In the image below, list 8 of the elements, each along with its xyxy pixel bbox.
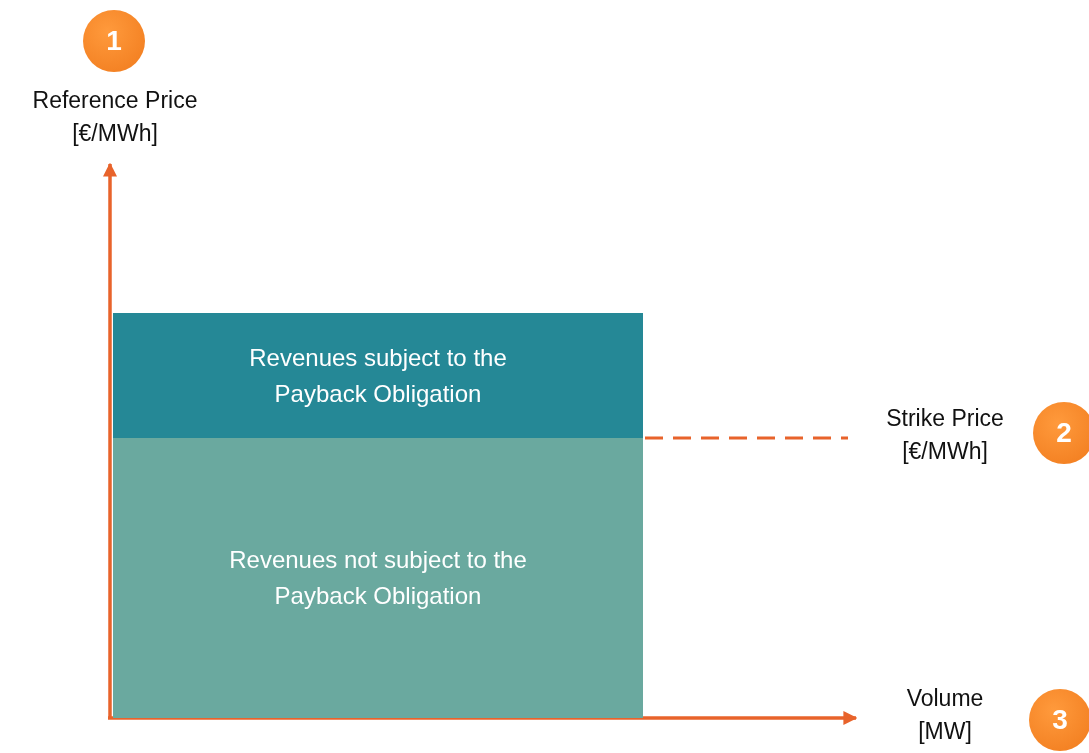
number-marker: 2 [1033, 402, 1089, 464]
axis-label: Strike Price [€/MWh] [885, 404, 1005, 467]
revenue-area: Revenues not subject to the Payback Obligation [113, 438, 643, 718]
axis-label: Reference Price [€/MWh] [31, 86, 199, 149]
revenue-area: Revenues subject to the Payback Obligation [113, 313, 643, 438]
axis-label: Volume [MW] [905, 684, 985, 747]
number-marker: 3 [1029, 689, 1089, 751]
number-marker: 1 [83, 10, 145, 72]
